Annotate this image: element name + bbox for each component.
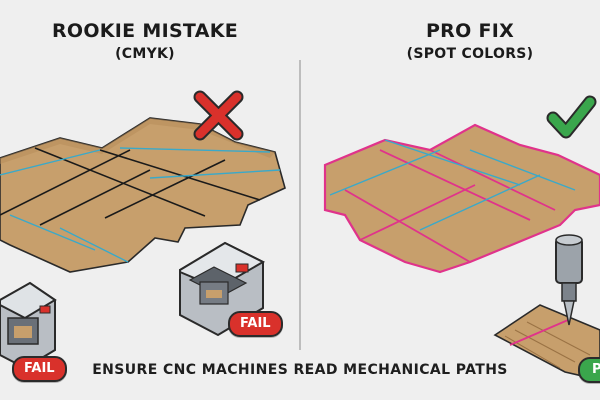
right-box-dieline: [323, 123, 600, 274]
footer-caption: ENSURE CNC MACHINES READ MECHANICAL PATH…: [92, 362, 508, 378]
left-box-dieline: [0, 117, 286, 273]
pro-fix-title: PRO FIX: [425, 20, 515, 42]
rookie-mistake-title: ROOKIE MISTAKE: [51, 20, 239, 42]
x-mark-icon: [193, 90, 244, 141]
cardboard-sheet: [493, 304, 600, 381]
fail-badge: FAIL: [12, 356, 67, 382]
check-mark-icon: [546, 95, 597, 139]
rookie-mistake-subtitle: (CMYK): [115, 46, 175, 62]
pass-badge: PA: [578, 357, 600, 383]
fail-badge: FAIL: [228, 311, 283, 337]
cnc-machine-icon: [0, 281, 57, 370]
panel-divider: [299, 60, 301, 350]
pro-fix-subtitle: (SPOT COLORS): [406, 46, 534, 62]
cnc-cutter-icon: [555, 234, 583, 326]
